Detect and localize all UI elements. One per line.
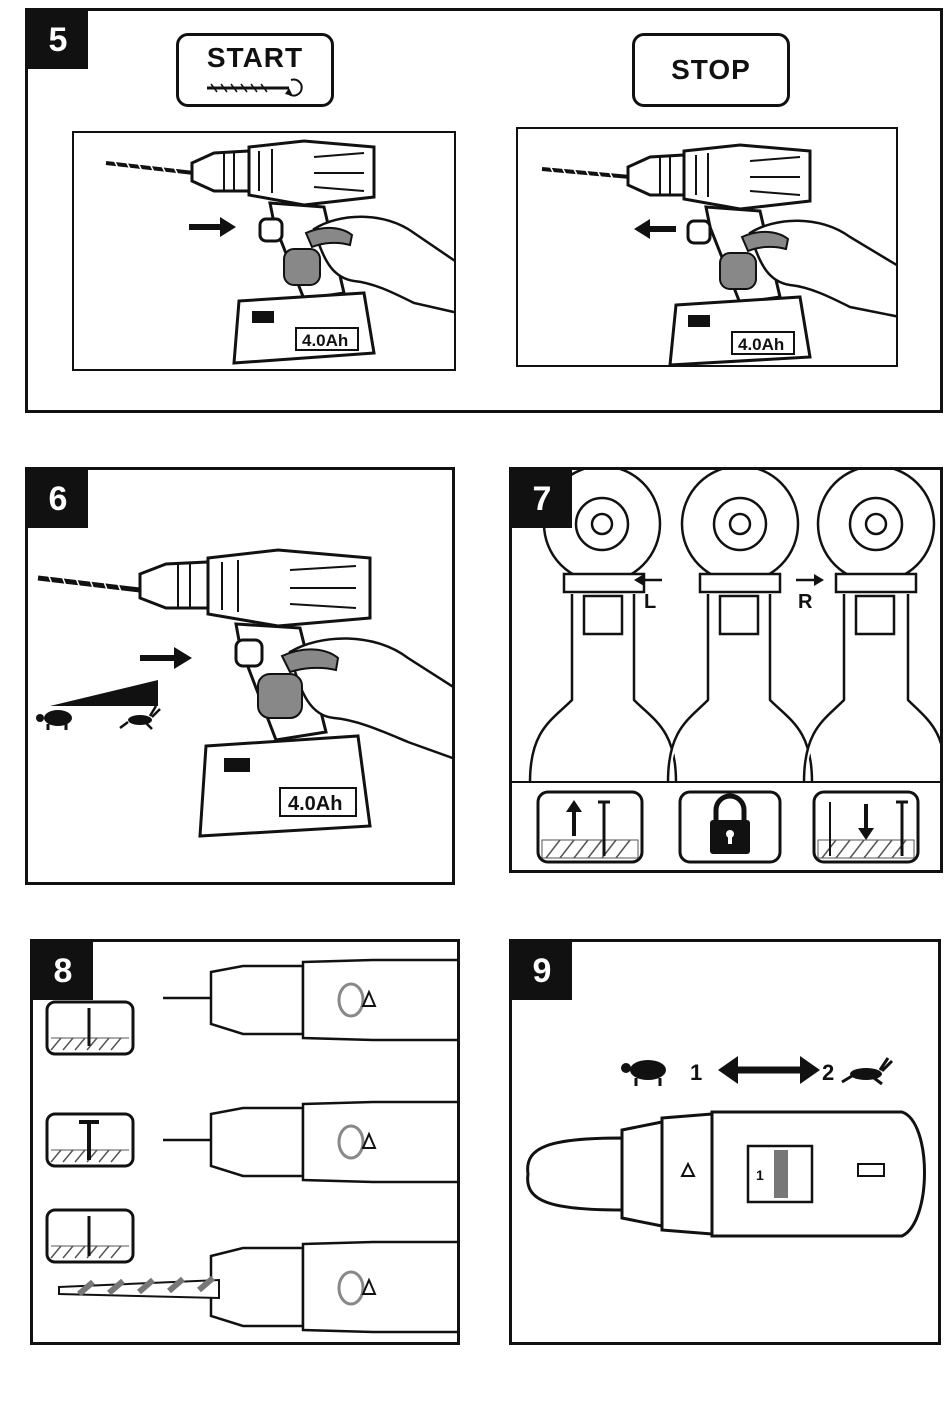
panel-number-6: 6	[28, 470, 88, 528]
drill-bit-icon	[47, 1210, 133, 1262]
stop-label-box: STOP	[632, 33, 790, 107]
tortoise-icon	[621, 1060, 666, 1086]
panel-5: 5 START STOP 4.0Ah	[25, 8, 943, 413]
torque-settings-drawing	[33, 942, 460, 1345]
double-arrow-icon	[718, 1056, 738, 1084]
drill-bit-rotation-icon	[179, 36, 337, 110]
drill-stop-illustration: 4.0Ah	[516, 127, 898, 367]
screw-in-icon	[814, 792, 918, 862]
drill-stop-drawing: 4.0Ah	[518, 129, 898, 367]
speed-high-label: 2	[822, 1060, 834, 1085]
direction-right-label: R	[798, 591, 813, 613]
lock-icon	[680, 792, 780, 862]
panel-number-7: 7	[512, 470, 572, 528]
arrow-right-icon	[814, 574, 824, 586]
panel-number-5: 5	[28, 11, 88, 69]
panel-9: 9 1 2 1	[509, 939, 941, 1345]
screw-out-icon	[538, 792, 642, 862]
gear-selector-mark: 1	[756, 1167, 764, 1183]
hare-icon	[120, 706, 160, 729]
speed-ramp-icon	[50, 680, 158, 706]
large-screw-icon	[47, 1114, 133, 1166]
panel-6: 6 4.0Ah	[25, 467, 455, 885]
arrow-right-icon	[174, 647, 192, 669]
arrow-right-icon	[220, 217, 236, 237]
arrow-left-icon	[634, 219, 650, 239]
direction-selector-drawing: L R	[512, 470, 943, 873]
panel-number-8: 8	[33, 942, 93, 1000]
battery-capacity-right: 4.0Ah	[738, 335, 784, 354]
stop-label: STOP	[671, 54, 751, 85]
gear-selector-drawing: 1 2 1	[512, 942, 941, 1345]
panel-7: 7 L R	[509, 467, 943, 873]
small-screw-icon	[47, 1002, 133, 1054]
speed-low-label: 1	[690, 1060, 702, 1085]
panel-8: 8	[30, 939, 460, 1345]
drill-start-drawing: 4.0Ah	[74, 133, 456, 371]
hare-icon	[842, 1058, 892, 1084]
direction-left-label: L	[644, 591, 656, 613]
panel-number-9: 9	[512, 942, 572, 1000]
start-label-box: START	[176, 33, 334, 107]
battery-capacity-left: 4.0Ah	[302, 331, 348, 350]
battery-capacity-6: 4.0Ah	[288, 793, 342, 815]
drill-speed-drawing: 4.0Ah	[28, 470, 455, 885]
drill-start-illustration: 4.0Ah	[72, 131, 456, 371]
tortoise-icon	[36, 710, 72, 730]
